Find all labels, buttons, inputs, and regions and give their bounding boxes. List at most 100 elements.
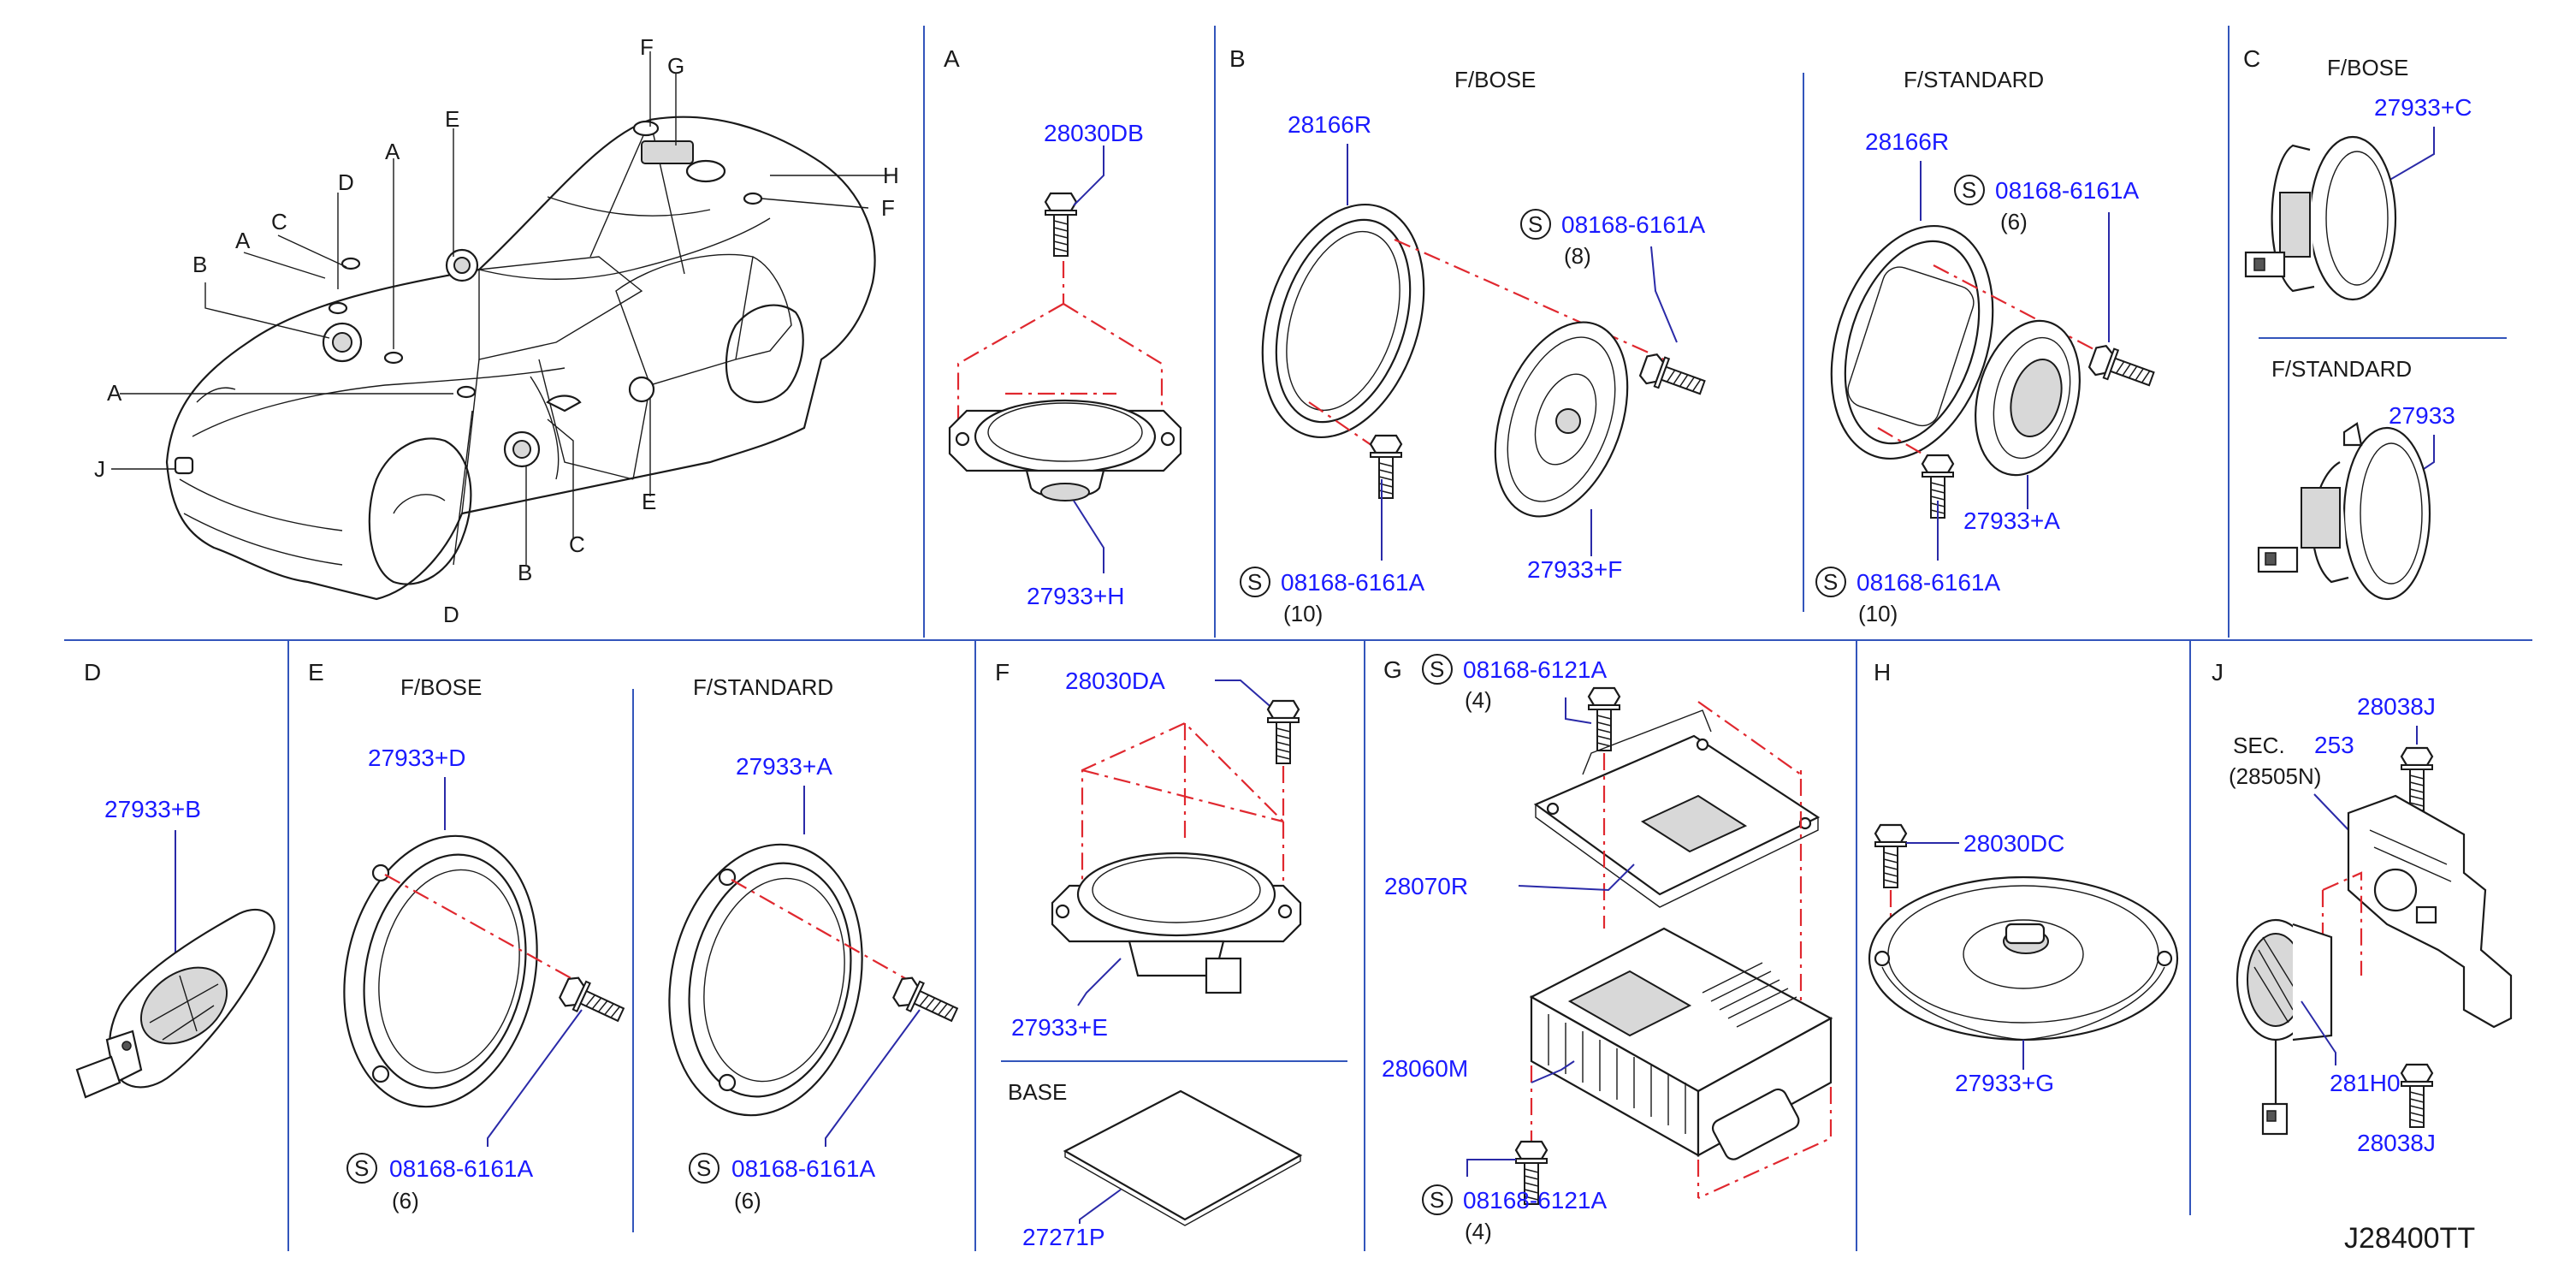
- section-h: H 28030DC 27933+G: [1868, 659, 2179, 1096]
- diagram-code: J28400TT: [2344, 1222, 2475, 1255]
- section-b-letter: B: [1229, 45, 1246, 72]
- section-d-letter: D: [84, 659, 101, 685]
- part-08168-6161a-std-bottom: 08168-6161A: [1856, 569, 2000, 596]
- section-b-variant-bose: F/BOSE: [1454, 67, 1536, 92]
- base-pad-27271p: [1063, 1089, 1303, 1221]
- section-a-letter: A: [944, 45, 960, 72]
- screw-marker-s: S: [1430, 1187, 1444, 1213]
- section-c-letter: C: [2243, 45, 2260, 72]
- qty-6: (6): [2000, 209, 2028, 234]
- part-28030db: 28030DB: [1044, 120, 1144, 146]
- speaker-27933: [2342, 426, 2431, 601]
- qty-6: (6): [734, 1188, 761, 1214]
- part-28166r-standard: 28166R: [1865, 128, 1949, 155]
- overview-label-a-left: A: [235, 228, 251, 253]
- car-body-outline: [165, 116, 876, 601]
- section-b: B F/BOSE F/STANDARD 28166R S 08168-6161A…: [1229, 45, 2159, 626]
- sec-number: 253: [2314, 732, 2354, 758]
- horn-marker-j: [174, 456, 194, 475]
- part-27271p: 27271P: [1022, 1224, 1105, 1250]
- screw-marker: [1240, 567, 1270, 597]
- section-a: A 28030DB 27933+H: [944, 45, 1182, 609]
- overview-label-a-top: A: [385, 139, 400, 164]
- part-28030da: 28030DA: [1065, 668, 1165, 694]
- overview-label-f-top: F: [640, 34, 654, 60]
- part-28038j-top: 28038J: [2357, 693, 2436, 720]
- qty-10: (10): [1858, 601, 1898, 626]
- section-b-variant-standard: F/STANDARD: [1904, 67, 2044, 92]
- overview-label-b-left: B: [192, 252, 207, 277]
- section-g: G S 08168-6121A (4) 28070R 28060M S 0816…: [1382, 654, 1833, 1244]
- overview-label-e-bottom: E: [642, 489, 656, 514]
- bolt-icon: [2400, 1063, 2434, 1129]
- overview-label-d-bottom: D: [443, 602, 459, 627]
- overview-label-c-bottom: C: [569, 531, 585, 557]
- screw-icon: [1637, 350, 1709, 403]
- screw-icon: [890, 973, 962, 1030]
- section-e: E F/BOSE F/STANDARD 27933+D S 08168-6161…: [308, 659, 962, 1214]
- screw-marker-s: S: [1823, 569, 1838, 595]
- bolt-icon: [1874, 823, 1908, 889]
- section-e-letter: E: [308, 659, 324, 685]
- part-08168-6121a-top: 08168-6121A: [1463, 656, 1607, 683]
- section-j: J 28038J SEC. 253 (28505N) 281H0 28038J: [2212, 659, 2513, 1156]
- section-c-variant-bose: F/BOSE: [2327, 55, 2408, 80]
- part-27933e: 27933+E: [1011, 1014, 1108, 1041]
- overview-label-h: H: [883, 163, 899, 188]
- vehicle-overview: F G E A D C A B H F A J E C B D: [94, 34, 899, 627]
- screw-marker-s: S: [1430, 656, 1444, 682]
- part-281h0: 281H0: [2330, 1070, 2401, 1096]
- part-08168-6161a-std-top: 08168-6161A: [1995, 177, 2139, 204]
- part-27933h: 27933+H: [1027, 583, 1124, 609]
- screw-marker: [1422, 654, 1453, 685]
- screw-marker: [1422, 1184, 1453, 1215]
- overview-label-j: J: [94, 456, 105, 482]
- section-e-variant-bose: F/BOSE: [400, 674, 482, 700]
- speaker-27933g: [1868, 875, 2179, 1042]
- qty-6: (6): [392, 1188, 419, 1214]
- screw-marker-s: S: [354, 1155, 369, 1181]
- part-27933a-e: 27933+A: [736, 753, 832, 780]
- rear-speaker-h: [685, 159, 726, 183]
- bolt-icon: [1266, 699, 1300, 765]
- part-28060m: 28060M: [1382, 1055, 1468, 1082]
- bolt-icon: [1044, 192, 1078, 258]
- part-08168-6161a-bose-top: 08168-6161A: [1561, 211, 1705, 238]
- screw-icon: [556, 973, 629, 1030]
- screw-marker-s: S: [1528, 211, 1543, 237]
- amplifier-marker-g: [641, 140, 694, 164]
- section-g-letter: G: [1383, 656, 1402, 683]
- section-f-letter: F: [995, 659, 1010, 685]
- part-27933c: 27933+C: [2374, 94, 2472, 121]
- section-c-variant-standard: F/STANDARD: [2271, 356, 2412, 382]
- overview-label-e-top: E: [445, 106, 459, 132]
- overview-label-g: G: [667, 53, 684, 79]
- overview-label-a-mid: A: [107, 380, 122, 406]
- part-08168-6161a-bose-bottom: 08168-6161A: [1281, 569, 1424, 596]
- overview-label-d: D: [338, 169, 354, 195]
- part-28070r: 28070R: [1384, 873, 1468, 899]
- part-08168-6121a-bottom: 08168-6121A: [1463, 1187, 1607, 1214]
- part-08168-6161a-e-std: 08168-6161A: [731, 1155, 875, 1182]
- base-label: BASE: [1008, 1079, 1067, 1105]
- sec-ref: (28505N): [2229, 763, 2321, 789]
- screw-marker: [1954, 175, 1985, 205]
- rear-door-speaker: [628, 376, 655, 403]
- qty-4: (4): [1465, 687, 1492, 713]
- sec-label: SEC.: [2233, 733, 2285, 758]
- part-08168-6161a-e-bose: 08168-6161A: [389, 1155, 533, 1182]
- section-f: F 28030DA 27933+E BASE 27271P: [995, 659, 1303, 1250]
- screw-marker: [346, 1153, 377, 1184]
- section-e-variant-standard: F/STANDARD: [693, 674, 833, 700]
- part-27933b: 27933+B: [104, 796, 201, 822]
- screw-marker-s: S: [696, 1155, 711, 1181]
- section-dividers: [64, 26, 2532, 1251]
- overview-label-f-right: F: [881, 195, 895, 221]
- screw-marker-s: S: [1247, 569, 1262, 595]
- screw-marker: [1520, 209, 1551, 240]
- part-28038j-bottom: 28038J: [2357, 1130, 2436, 1156]
- part-28166r-bose: 28166R: [1288, 111, 1371, 138]
- screw-marker-s: S: [1962, 177, 1976, 203]
- qty-4: (4): [1465, 1219, 1492, 1244]
